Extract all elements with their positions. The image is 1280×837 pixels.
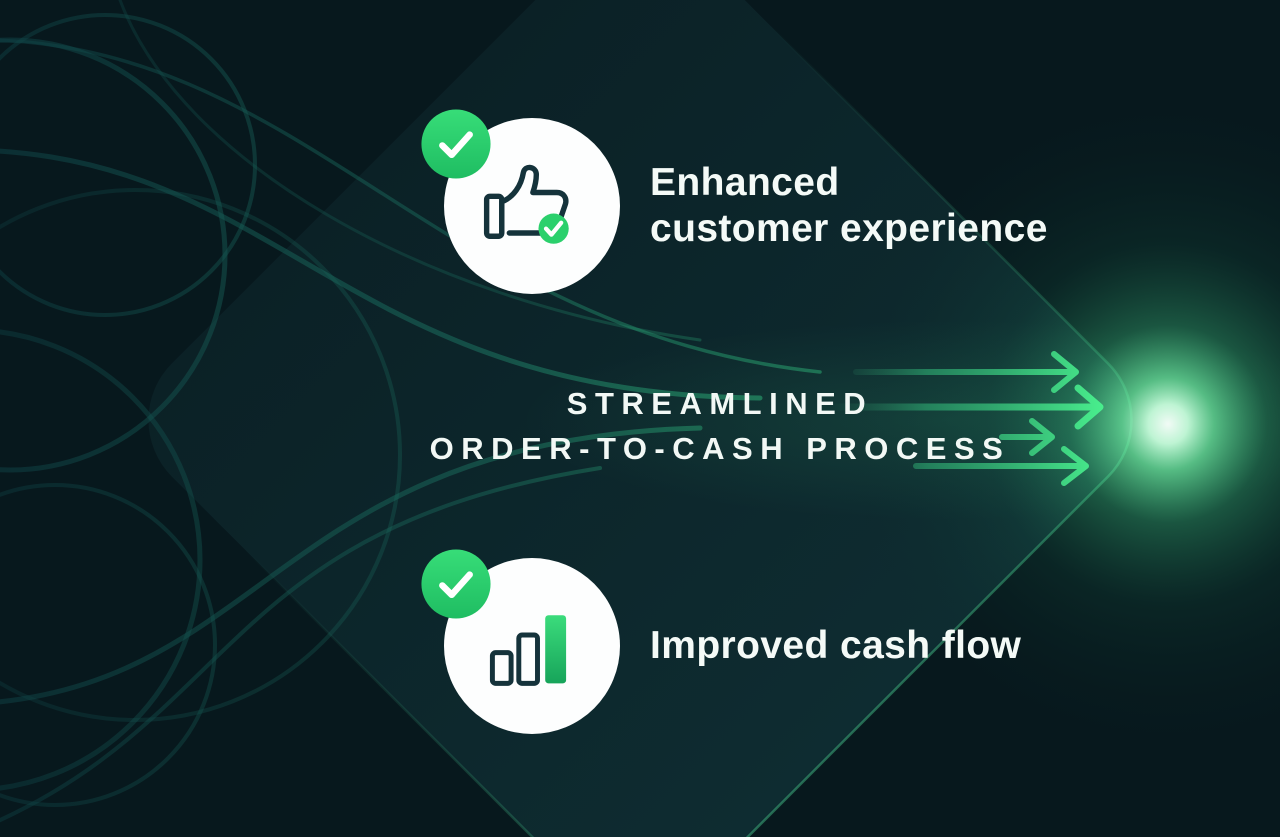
tip-glow	[838, 94, 1280, 754]
cash-flow-label-text: Improved cash flow	[650, 624, 1022, 667]
page-title: STREAMLINED ORDER-TO-CASH PROCESS	[340, 381, 1100, 471]
page-title-line2: ORDER-TO-CASH PROCESS	[429, 431, 1011, 466]
customer-experience-label-line2: customer experience	[650, 207, 1048, 250]
customer-experience-label: Enhanced customer experience	[650, 160, 1048, 252]
check-icon	[421, 109, 491, 179]
page-title-line1: STREAMLINED	[566, 386, 874, 421]
flow-arrow-4	[913, 446, 1089, 486]
flow-arrow-1	[853, 351, 1079, 393]
cash-flow-icon-circle	[421, 549, 620, 734]
flow-arrow-2	[830, 384, 1104, 430]
mini-check-icon	[543, 220, 564, 237]
customer-experience-icon-circle	[421, 109, 620, 294]
flow-arrow-3	[999, 418, 1055, 456]
thumbs-up-icon	[483, 164, 569, 244]
flow-arrows	[830, 351, 1104, 486]
check-icon	[421, 549, 491, 619]
cash-flow-label: Improved cash flow	[650, 623, 1021, 669]
customer-experience-label-line1: Enhanced	[650, 161, 840, 204]
bar-chart-icon	[489, 615, 567, 686]
